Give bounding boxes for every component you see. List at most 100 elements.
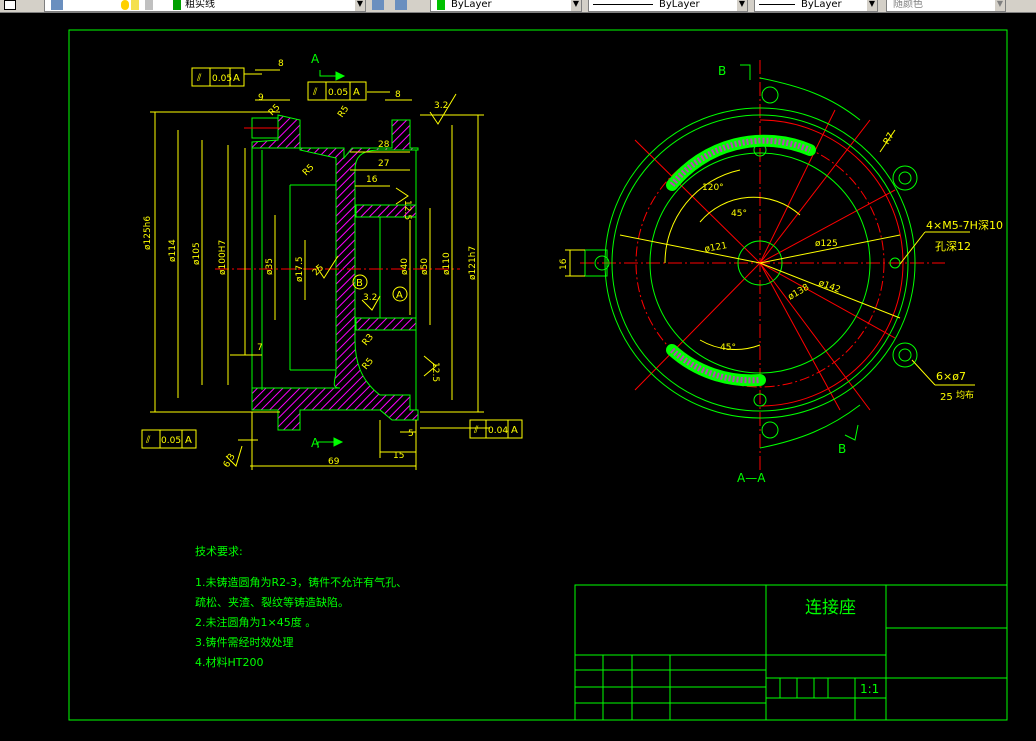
plan-cut-markers <box>740 64 859 441</box>
layer-name: 粗实线 <box>185 0 215 10</box>
svg-text:ø35: ø35 <box>265 258 275 275</box>
linetype-label: ByLayer <box>659 0 700 10</box>
plan-label-b-top: B <box>718 64 726 78</box>
color-combo[interactable]: ByLayer ▼ <box>430 0 582 12</box>
layer-color-swatch-icon <box>173 0 181 10</box>
section-cut-markers <box>317 70 346 448</box>
properties-toolbar: 粗实线 ▼ ByLayer ▼ ByLayer ▼ ByLayer ▼ 随颜色 … <box>0 0 1036 13</box>
svg-text:A: A <box>353 87 360 98</box>
hatched-boss-bottom <box>355 317 417 331</box>
svg-text:120°: 120° <box>702 183 724 193</box>
make-current-icon[interactable] <box>372 0 384 10</box>
svg-text:0.05: 0.05 <box>328 88 348 98</box>
layer-combo[interactable]: 粗实线 ▼ <box>44 0 366 12</box>
plotstyle-label: 随颜色 <box>893 0 923 10</box>
svg-text:A: A <box>233 73 240 84</box>
svg-text:ø40: ø40 <box>400 258 410 275</box>
svg-text:45°: 45° <box>731 209 747 219</box>
svg-text:R7: R7 <box>882 131 897 146</box>
section-label-a-bottom: A <box>311 436 320 450</box>
svg-text:15: 15 <box>393 451 404 461</box>
svg-text:0.05: 0.05 <box>161 436 181 446</box>
svg-text:R5: R5 <box>336 104 351 120</box>
title-block <box>574 584 1008 721</box>
svg-text:ø17.5: ø17.5 <box>295 256 305 282</box>
layer-previous-icon[interactable] <box>395 0 407 10</box>
section-view <box>244 114 419 431</box>
svg-text:ø114: ø114 <box>168 239 178 262</box>
svg-text:5: 5 <box>408 429 414 439</box>
part-name: 连接座 <box>805 598 856 618</box>
svg-text:27: 27 <box>378 159 389 169</box>
tech-note-5: 4.材料HT200 <box>195 655 263 669</box>
linetype-sample <box>593 4 653 5</box>
svg-text:12.5: 12.5 <box>430 362 440 382</box>
section-view-label: A—A <box>737 471 766 485</box>
parallel-icon: ⫽ <box>196 73 202 84</box>
svg-text:6×ø7: 6×ø7 <box>936 370 966 383</box>
svg-text:8: 8 <box>395 90 401 100</box>
linetype-combo[interactable]: ByLayer ▼ <box>588 0 748 12</box>
datum-a-circle <box>392 286 408 302</box>
color-label: ByLayer <box>451 0 492 10</box>
svg-text:7: 7 <box>257 343 263 353</box>
layer-manager-icon[interactable] <box>4 0 16 10</box>
svg-text:ø50: ø50 <box>420 258 430 275</box>
drawing-canvas[interactable]: A A ⫽ 0.05 A ⫽ 0.05 A ⫽ 0.05 A ⫽ 0.04 A … <box>0 12 1036 737</box>
svg-text:R5: R5 <box>301 163 317 179</box>
svg-text:ø142: ø142 <box>817 278 842 295</box>
section-label-a-top: A <box>311 52 320 66</box>
parallel-icon: ⫽ <box>312 87 318 98</box>
chevron-down-icon[interactable]: ▼ <box>995 0 1005 11</box>
lineweight-label: ByLayer <box>801 0 842 10</box>
parallel-icon: ⫽ <box>473 425 479 436</box>
svg-text:R3: R3 <box>361 332 376 348</box>
svg-text:均布: 均布 <box>956 389 974 401</box>
svg-text:3.2: 3.2 <box>363 293 377 303</box>
chevron-down-icon[interactable]: ▼ <box>867 0 877 11</box>
datum-b-circle <box>352 274 368 290</box>
tolerance-frame-3: ⫽ 0.05 A <box>141 429 197 449</box>
plan-label-b-bottom: B <box>838 442 846 456</box>
svg-text:3.2: 3.2 <box>434 101 448 111</box>
tech-note-4: 3.铸件需经时效处理 <box>195 635 294 649</box>
tech-note-3: 2.未注圆角为1×45度 。 <box>195 615 316 629</box>
lineweight-combo[interactable]: ByLayer ▼ <box>754 0 878 12</box>
scale-value: 1:1 <box>860 682 879 696</box>
layer-stack-icon <box>51 0 63 10</box>
svg-text:ø125: ø125 <box>815 239 838 249</box>
sun-icon <box>131 0 139 10</box>
parallel-icon: ⫽ <box>145 435 151 446</box>
svg-text:4×M5-7H深10: 4×M5-7H深10 <box>926 219 1003 232</box>
svg-text:ø100H7: ø100H7 <box>218 240 228 275</box>
tech-note-2: 疏松、夹渣、裂纹等铸造缺陷。 <box>195 595 349 609</box>
svg-text:A: A <box>511 425 518 436</box>
svg-text:25: 25 <box>940 392 953 403</box>
chevron-down-icon[interactable]: ▼ <box>355 0 365 11</box>
plotstyle-combo[interactable]: 随颜色 ▼ <box>886 0 1006 12</box>
svg-text:8: 8 <box>278 59 284 69</box>
technical-notes: 技术要求: 1.未铸造圆角为R2-3，铸件不允许有气孔、 疏松、夹渣、裂纹等铸造… <box>195 545 407 669</box>
dimension-texts-left: 8 9 8 28 27 16 ø125h6 ø114 ø105 ø100H7 ø… <box>143 59 478 467</box>
dimension-texts-right: 120° 45° 45° ø121 ø125 ø142 ø138 R7 16 4… <box>559 131 1003 403</box>
lineweight-sample <box>759 4 795 5</box>
svg-text:25: 25 <box>311 263 326 278</box>
svg-text:9: 9 <box>258 93 264 103</box>
svg-text:0.04: 0.04 <box>488 426 508 436</box>
svg-text:0.05: 0.05 <box>212 74 232 84</box>
svg-text:孔深12: 孔深12 <box>935 240 971 253</box>
svg-text:ø121h7: ø121h7 <box>468 246 478 280</box>
tolerance-frame-2: ⫽ 0.05 A <box>307 81 367 101</box>
drawing-frame <box>68 29 1008 721</box>
svg-text:R5: R5 <box>361 356 376 372</box>
tech-note-1: 1.未铸造圆角为R2-3，铸件不允许有气孔、 <box>195 575 407 589</box>
svg-text:16: 16 <box>366 175 378 185</box>
svg-text:28: 28 <box>378 140 390 150</box>
chevron-down-icon[interactable]: ▼ <box>571 0 581 11</box>
chevron-down-icon[interactable]: ▼ <box>737 0 747 11</box>
dimension-lines-left <box>150 69 490 470</box>
hatched-body <box>251 114 419 431</box>
color-swatch-icon <box>437 0 445 10</box>
svg-text:ø121: ø121 <box>704 241 728 255</box>
datum-b-label: B <box>356 278 363 289</box>
